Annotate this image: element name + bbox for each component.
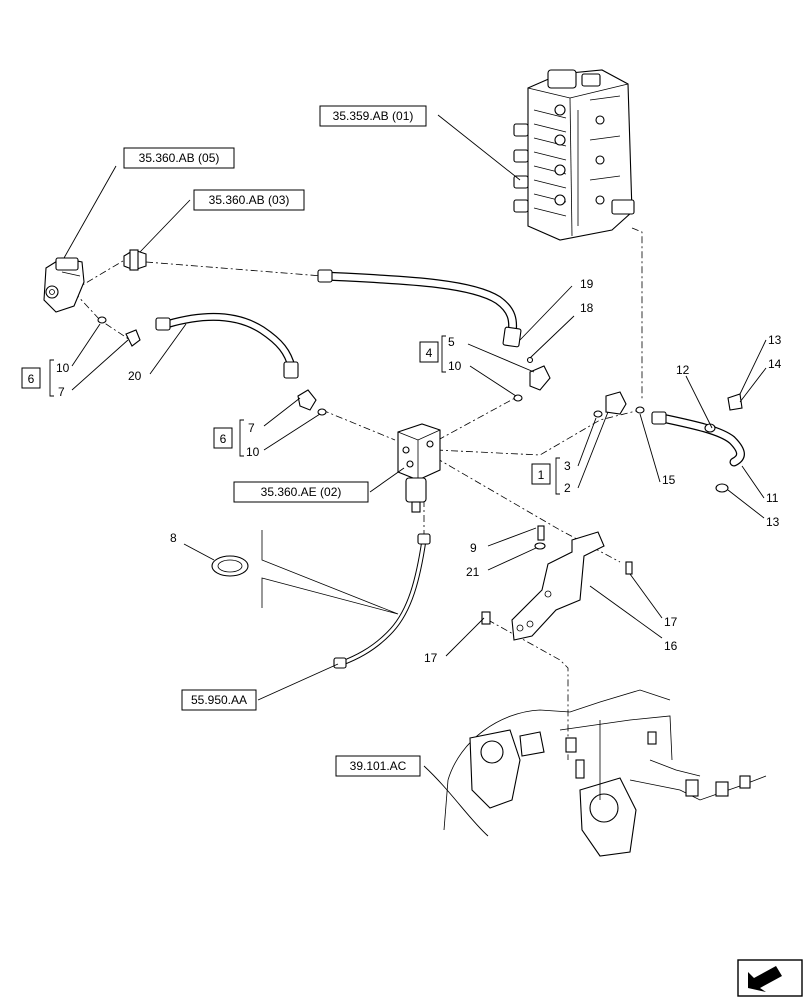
callout-labels: 10 7 5 10 7 10 3 2 20 19 18 12 13 14 15 …: [56, 277, 782, 665]
svg-text:5: 5: [448, 335, 455, 349]
svg-text:35.360.AB (05): 35.360.AB (05): [139, 151, 220, 165]
ref-box-harness[interactable]: 55.950.AA: [181, 689, 257, 711]
svg-text:8: 8: [170, 531, 177, 545]
pilot-fitting: [123, 249, 147, 271]
svg-text:39.101.AC: 39.101.AC: [350, 759, 407, 773]
hose-11: [651, 393, 745, 493]
svg-text:55.950.AA: 55.950.AA: [191, 693, 247, 707]
bolts: [481, 525, 633, 625]
svg-text:35.360.AE (02): 35.360.AE (02): [261, 485, 342, 499]
hose-20: [155, 312, 299, 379]
manifold-block: [397, 423, 441, 513]
cable-tie: [211, 530, 399, 615]
main-control-valve: [513, 69, 635, 241]
svg-text:2: 2: [564, 481, 571, 495]
svg-text:17: 17: [664, 615, 678, 629]
ref-box-manifold[interactable]: 35.360.AE (02): [233, 481, 369, 503]
group-brackets: [49, 335, 560, 495]
svg-text:3: 3: [564, 459, 571, 473]
svg-text:9: 9: [470, 541, 477, 555]
ref-box-frame[interactable]: 39.101.AC: [335, 755, 421, 777]
svg-text:7: 7: [58, 385, 65, 399]
svg-text:6: 6: [220, 432, 227, 446]
ref-box-valve-b[interactable]: 35.360.AB (03): [193, 189, 305, 211]
arrow-corner-icon[interactable]: [737, 959, 803, 997]
harness: [333, 533, 431, 669]
group-box-6b: 6: [213, 427, 233, 449]
svg-text:19: 19: [580, 277, 594, 291]
ref-box-valve-block[interactable]: 35.359.AB (01): [319, 105, 427, 127]
long-hose: [317, 269, 534, 364]
svg-text:12: 12: [676, 363, 690, 377]
svg-text:10: 10: [448, 359, 462, 373]
svg-text:4: 4: [426, 346, 433, 360]
svg-text:15: 15: [662, 473, 676, 487]
frame: [443, 689, 767, 857]
svg-text:13: 13: [768, 333, 782, 347]
group-box-1: 1: [531, 463, 551, 485]
svg-text:35.359.AB (01): 35.359.AB (01): [333, 109, 414, 123]
svg-text:10: 10: [56, 361, 70, 375]
svg-text:14: 14: [768, 357, 782, 371]
group-box-4: 4: [419, 341, 439, 363]
fittings-small: [97, 316, 645, 418]
svg-text:13: 13: [766, 515, 780, 529]
leader-lines: [63, 114, 767, 837]
bracket: [511, 531, 605, 641]
centerlines: [73, 227, 643, 760]
svg-text:21: 21: [466, 565, 480, 579]
svg-text:7: 7: [248, 421, 255, 435]
svg-text:18: 18: [580, 301, 594, 315]
svg-text:35.360.AB (03): 35.360.AB (03): [209, 193, 290, 207]
svg-text:6: 6: [28, 372, 35, 386]
svg-text:20: 20: [128, 369, 142, 383]
pilot-valve-left: [43, 257, 85, 313]
ref-box-valve-a[interactable]: 35.360.AB (05): [123, 147, 235, 169]
svg-text:16: 16: [664, 639, 678, 653]
group-box-6a: 6: [21, 367, 41, 389]
svg-text:10: 10: [246, 445, 260, 459]
svg-text:17: 17: [424, 651, 438, 665]
svg-text:1: 1: [538, 468, 545, 482]
svg-text:11: 11: [766, 491, 779, 505]
